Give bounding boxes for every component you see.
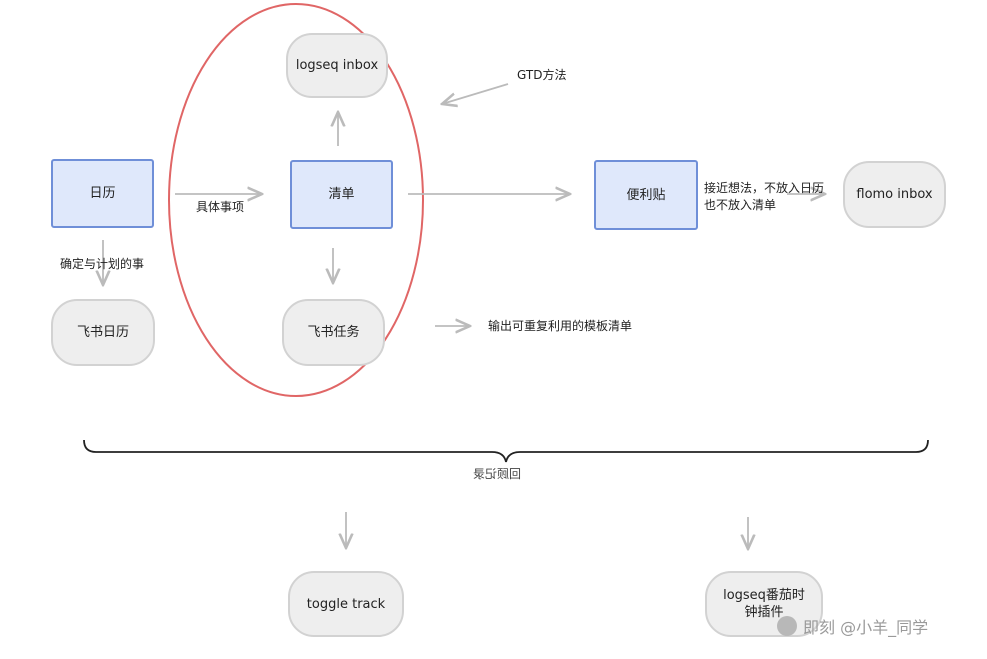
node-sticky-notes: 便利贴 — [594, 160, 698, 230]
watermark-text: 即刻 @小羊_同学 — [803, 618, 929, 637]
label-not-in-list: 也不放入清单 — [704, 198, 777, 212]
node-feishu-calendar: 飞书日历 — [51, 299, 155, 366]
label-near-idea: 接近想法，不放入日历 — [704, 181, 825, 195]
arrow-gtd-to-logseq — [442, 83, 509, 104]
node-logseq-inbox: logseq inbox — [286, 33, 388, 98]
node-checklist: 清单 — [290, 160, 393, 229]
focus-ellipse — [168, 3, 424, 397]
node-logseq-pomodoro: logseq番茄时钟插件 — [705, 571, 823, 637]
watermark: 即刻 @小羊_同学 — [777, 614, 928, 638]
review-brace — [83, 439, 929, 463]
label-reusable-template: 输出可重复利用的模板清单 — [488, 319, 633, 333]
label-confirmed-plans: 确定与计划的事 — [60, 257, 145, 271]
label-review-records: 回顾记录 — [473, 467, 522, 481]
label-gtd-method: GTD方法 — [517, 68, 567, 82]
node-feishu-tasks: 飞书任务 — [282, 299, 385, 366]
jike-logo-icon — [777, 616, 797, 636]
node-calendar: 日历 — [51, 159, 154, 228]
node-toggle-track: toggle track — [288, 571, 404, 637]
node-flomo-inbox: flomo inbox — [843, 161, 946, 228]
label-specific-items: 具体事项 — [196, 200, 245, 214]
